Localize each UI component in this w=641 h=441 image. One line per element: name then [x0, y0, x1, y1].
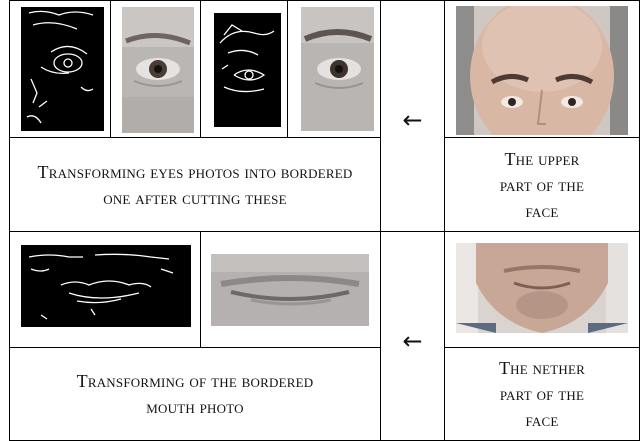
- eyes-transform-caption: Transforming eyes photos into bordered o…: [10, 138, 380, 231]
- grid-line: [380, 0, 381, 441]
- lower-face-caption-text: The nether part of the face: [482, 355, 602, 433]
- arrow-left-icon: ←: [381, 316, 444, 366]
- lower-face-caption: The nether part of the face: [445, 348, 639, 440]
- upper-face-photo-icon: [456, 6, 628, 135]
- mouth-edge-map-icon: [21, 245, 191, 327]
- mouth-transform-caption-text: Transforming of the bordered mouth photo: [70, 368, 320, 420]
- grid-line: [200, 231, 201, 348]
- arrow-left-glyph: ←: [402, 327, 422, 355]
- eye-photo-icon: [122, 7, 194, 133]
- grid-line: [200, 0, 201, 138]
- grid-line: [110, 0, 111, 138]
- mouth-photo-icon: [211, 254, 369, 326]
- eye-edge-map-icon: [21, 7, 104, 131]
- figure-table: Transforming eyes photos into bordered o…: [9, 0, 641, 441]
- eyes-transform-caption-text: Transforming eyes photos into bordered o…: [30, 159, 360, 211]
- lower-face-photo-icon: [456, 243, 628, 333]
- arrow-left-icon: ←: [381, 95, 444, 145]
- grid-line: [287, 0, 288, 138]
- upper-face-caption: The upper part of the face: [445, 138, 639, 231]
- arrow-left-glyph: ←: [402, 106, 422, 134]
- grid-line: [639, 0, 640, 441]
- eye-edge-map-icon: [214, 13, 281, 127]
- eye-photo-icon: [301, 7, 374, 131]
- grid-line: [9, 0, 640, 1]
- upper-face-caption-text: The upper part of the face: [487, 146, 597, 224]
- mouth-transform-caption: Transforming of the bordered mouth photo: [10, 348, 380, 440]
- grid-line: [9, 231, 640, 232]
